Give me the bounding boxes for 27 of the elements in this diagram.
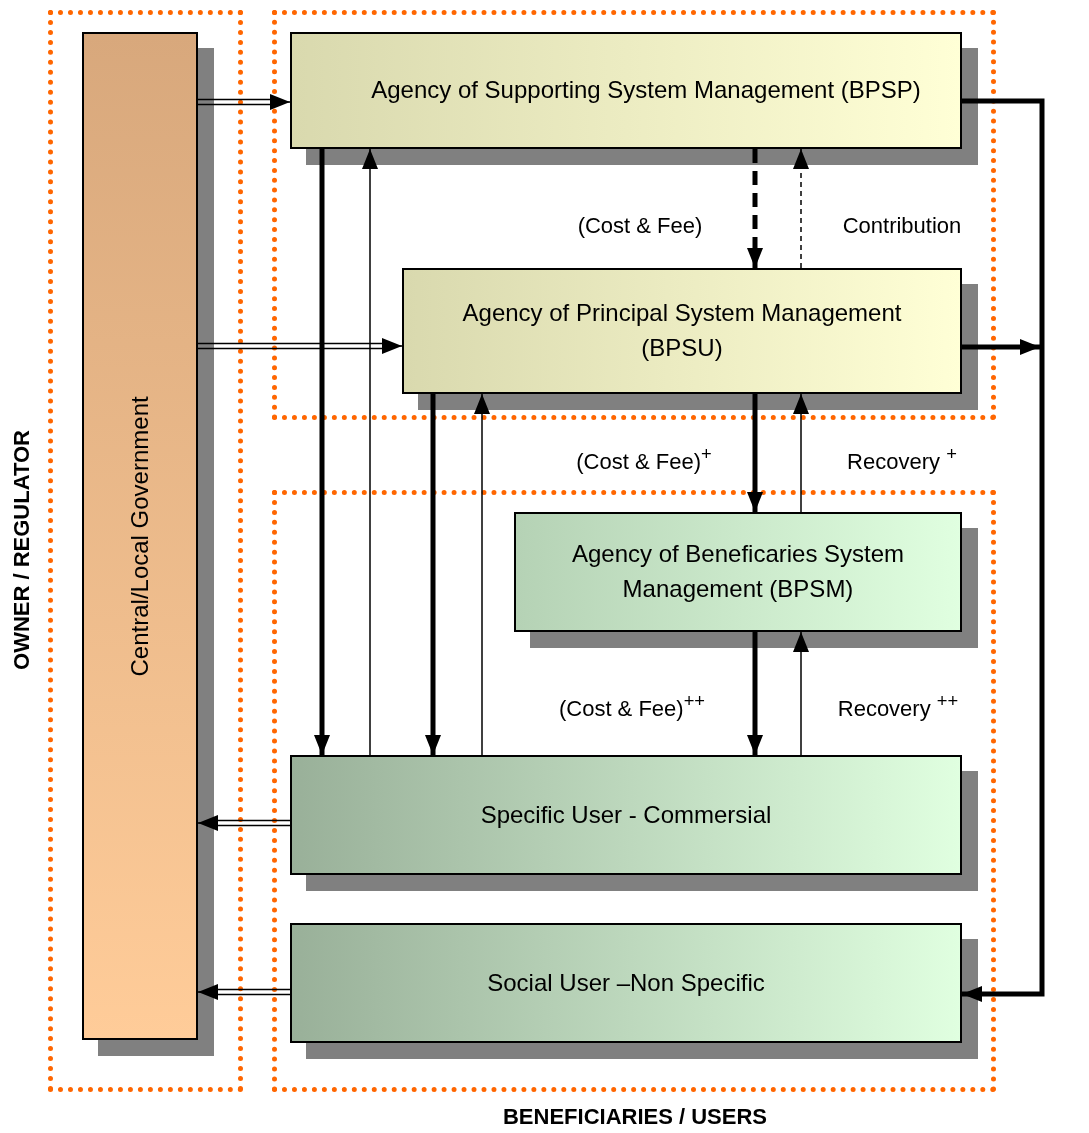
box-label: Social User –Non Specific — [487, 967, 765, 998]
arrow — [747, 149, 763, 268]
group-frame — [272, 490, 996, 1092]
arrow — [962, 98, 1045, 1002]
box-label: Central/Local Government — [124, 395, 154, 677]
arrow — [793, 148, 809, 269]
double-arrow — [197, 984, 291, 1000]
arrow — [362, 148, 378, 756]
box-label: Agency of Supporting System Management (BPSP) — [371, 75, 921, 106]
arrow — [474, 393, 490, 756]
box-label: Agency of Beneficaries System Management (BPSM) — [570, 539, 906, 604]
group-heading: OWNER / REGULATOR — [9, 430, 35, 670]
arrow — [425, 394, 441, 755]
arrow — [747, 632, 763, 755]
arrow — [314, 149, 330, 755]
double-arrow — [197, 94, 291, 110]
double-arrow — [197, 338, 403, 354]
group-heading: BENEFICIARIES / USERS — [503, 1104, 767, 1130]
group-frame — [48, 10, 243, 1092]
box-label: Specific User - Commersial — [480, 799, 772, 830]
double-arrow — [197, 815, 291, 831]
group-frame — [272, 10, 996, 420]
arrow — [747, 394, 763, 512]
arrow — [793, 393, 809, 513]
arrow — [962, 339, 1040, 355]
box-label: Agency of Principal System Management (BPSU) — [461, 298, 903, 363]
arrow — [793, 631, 809, 756]
